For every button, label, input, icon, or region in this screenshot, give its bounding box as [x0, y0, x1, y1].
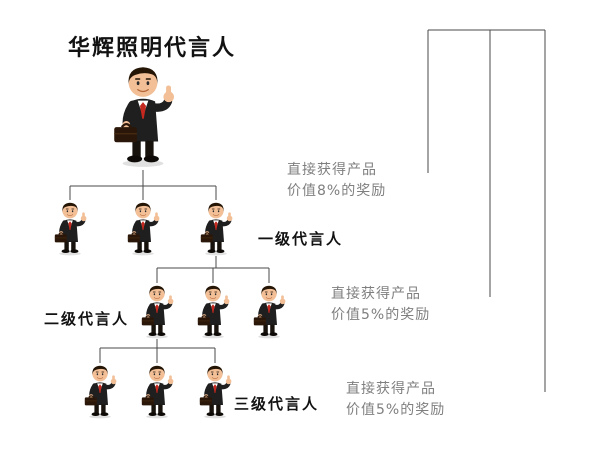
level3-member-3 — [195, 363, 235, 419]
reward-note-1-line2: 价值8%的奖励 — [287, 183, 387, 199]
businessman-icon — [196, 200, 236, 256]
level1-member-3 — [196, 200, 236, 256]
businessman-icon — [80, 363, 120, 419]
level2-label: 二级代言人 — [44, 310, 130, 328]
businessman-icon — [137, 363, 177, 419]
reward-note-3-line1: 直接获得产品 — [346, 381, 436, 397]
level3-label: 三级代言人 — [234, 395, 320, 413]
reward-note-2: 直接获得产品 价值5%的奖励 — [331, 284, 430, 326]
level3-member-2 — [137, 363, 177, 419]
reward-note-3: 直接获得产品 价值5%的奖励 — [346, 379, 445, 421]
businessman-icon — [193, 283, 233, 339]
reward-note-1: 直接获得产品 价值8%的奖励 — [287, 160, 386, 202]
level1-label: 一级代言人 — [258, 230, 344, 248]
level3-member-1 — [80, 363, 120, 419]
reward-note-2-line1: 直接获得产品 — [331, 286, 421, 302]
businessman-icon — [123, 200, 163, 256]
chief-spokesperson-figure — [105, 62, 181, 168]
businessman-icon — [105, 62, 181, 168]
businessman-icon — [137, 283, 177, 339]
level2-member-3 — [249, 283, 289, 339]
businessman-icon — [50, 200, 90, 256]
reward-note-2-line2: 价值5%的奖励 — [331, 307, 431, 323]
reward-note-1-line1: 直接获得产品 — [287, 162, 377, 178]
level2-member-2 — [193, 283, 233, 339]
level1-member-1 — [50, 200, 90, 256]
businessman-icon — [249, 283, 289, 339]
businessman-icon — [195, 363, 235, 419]
diagram-title: 华辉照明代言人 — [68, 36, 237, 61]
level2-member-1 — [137, 283, 177, 339]
reward-note-3-line2: 价值5%的奖励 — [346, 402, 446, 418]
level1-member-2 — [123, 200, 163, 256]
